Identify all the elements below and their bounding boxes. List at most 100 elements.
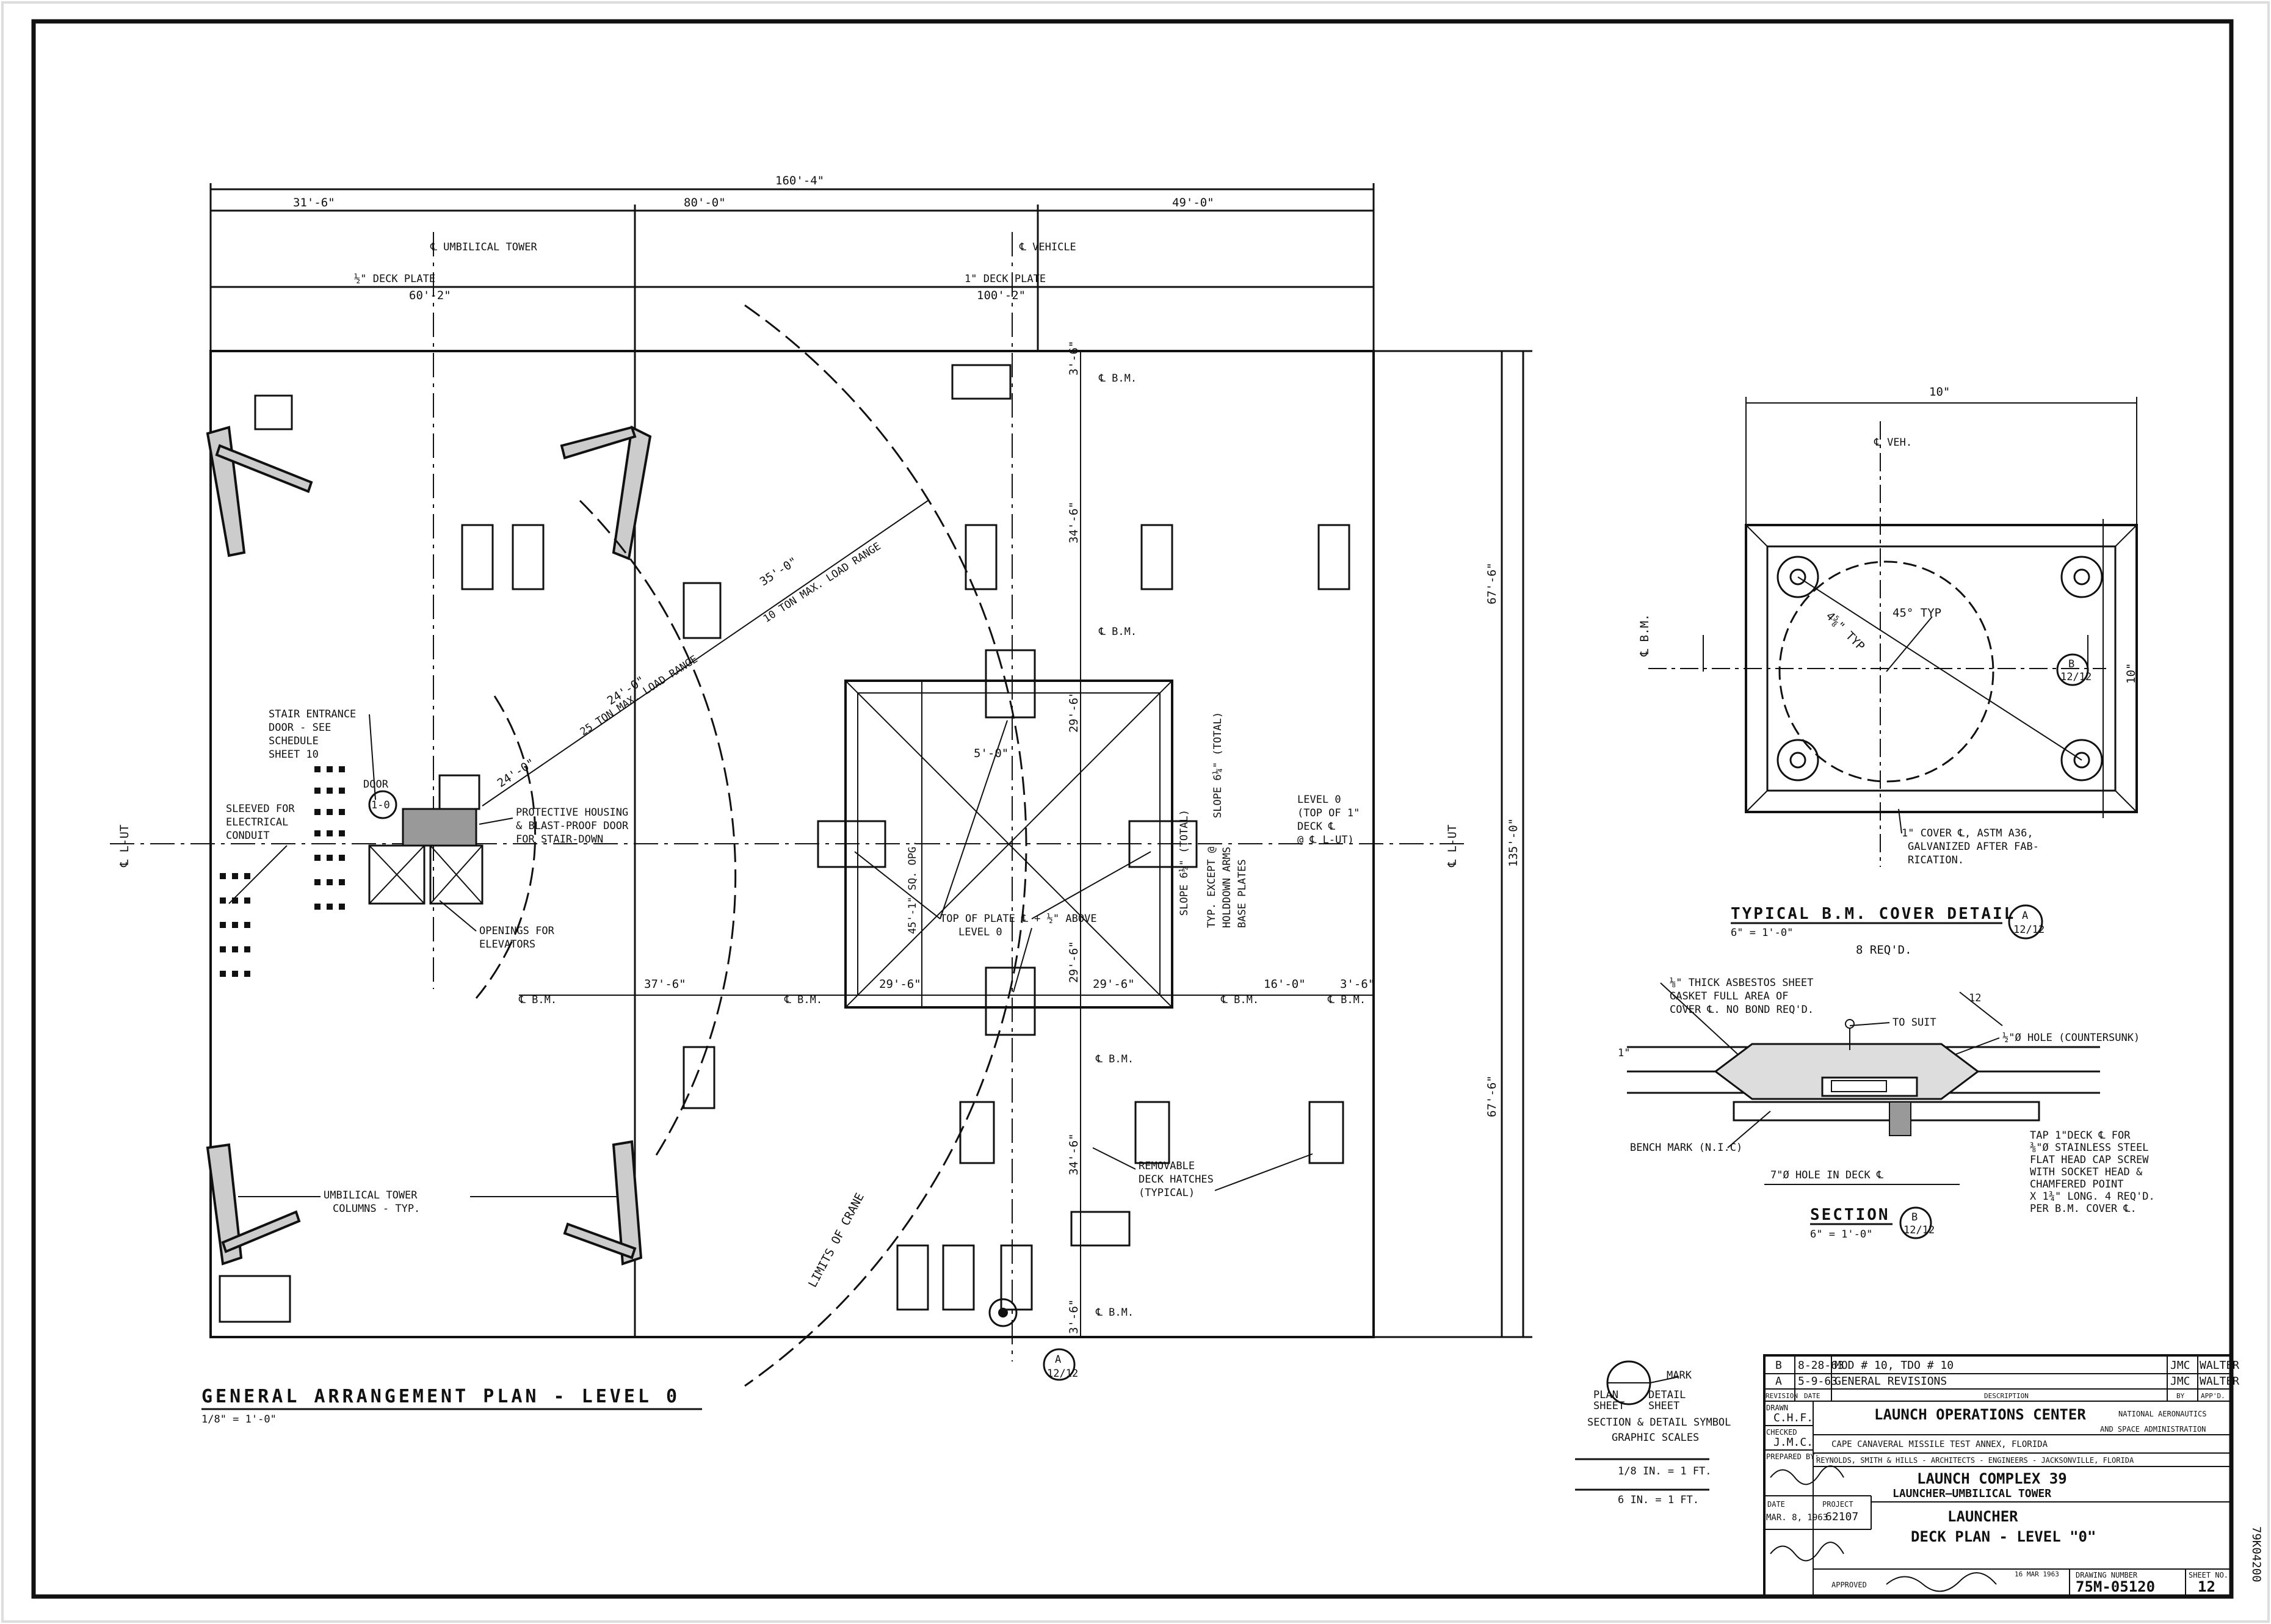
sq-opg: 45'-1" SQ. OPG.	[907, 840, 919, 934]
location: CAPE CANAVERAL MISSILE TEST ANNEX, FLORI…	[1831, 1440, 2048, 1449]
cover-note: 1" COVER ℄, ASTM A36, GALVANIZED AFTER F…	[1898, 808, 2039, 866]
svg-text:1" COVER ℄, ASTM A36,: 1" COVER ℄, ASTM A36,	[1902, 827, 2034, 839]
legend-scale2: 6 IN. = 1 FT.	[1618, 1494, 1699, 1506]
svg-text:16'-0": 16'-0"	[1264, 977, 1306, 991]
section-profile	[1627, 1019, 2100, 1136]
svg-text:CHAMFERED POINT: CHAMFERED POINT	[2030, 1178, 2124, 1191]
svg-text:BASE PLATES: BASE PLATES	[1236, 859, 1248, 928]
svg-text:A: A	[1775, 1375, 1782, 1388]
legend-mark: MARK	[1667, 1369, 1692, 1382]
deck-plate-right-dim: 100'-2"	[977, 289, 1026, 302]
deck-plate-left: ½" DECK PLATE	[354, 273, 435, 285]
svg-text:TAP 1"DECK ℄ FOR: TAP 1"DECK ℄ FOR	[2030, 1129, 2131, 1142]
stair-down	[438, 774, 480, 810]
svg-text:SHEET NO.: SHEET NO.	[2189, 1571, 2228, 1579]
detail-a-tag: A	[1055, 1354, 1061, 1366]
umbilical-tower-columns	[206, 425, 652, 1266]
protective-note: PROTECTIVE HOUSING & BLAST-PROOF DOOR FO…	[479, 807, 629, 846]
svg-text:MOD # 10, TDO # 10: MOD # 10, TDO # 10	[1835, 1359, 1954, 1372]
svg-text:WALTER: WALTER	[2200, 1375, 2239, 1388]
svg-text:8-28-63: 8-28-63	[1798, 1359, 1844, 1372]
cover-tag: A	[2022, 910, 2028, 922]
right-overall: 135'-0"	[1507, 818, 1520, 867]
cover-req: 8 REQ'D.	[1856, 943, 1912, 957]
plan-title: GENERAL ARRANGEMENT PLAN - LEVEL 0	[201, 1386, 680, 1407]
svg-text:DESCRIPTION: DESCRIPTION	[1984, 1392, 2029, 1400]
svg-text:GENERAL REVISIONS: GENERAL REVISIONS	[1835, 1375, 1947, 1388]
bm-horizontal-dims: 37'-6" 29'-6" 29'-6" 16'-0" 3'-6"	[644, 977, 1375, 991]
dim-top-2: 80'-0"	[684, 196, 726, 209]
svg-text:FOR STAIR-DOWN: FOR STAIR-DOWN	[516, 833, 603, 846]
revision-headers: REVISION DATE DESCRIPTION BY APP'D.	[1766, 1392, 2225, 1400]
svg-text:DECK ℄: DECK ℄	[1297, 821, 1335, 833]
crane-25ton: 25 TON MAX. LOAD RANGE	[578, 653, 700, 738]
dim-1-inch: 1"	[1618, 1047, 1630, 1059]
cover-plate-outer	[1745, 524, 2138, 813]
svg-text:5-9-63: 5-9-63	[1798, 1375, 1838, 1388]
svg-text:SHEET 10: SHEET 10	[269, 749, 319, 761]
svg-text:(TYPICAL): (TYPICAL)	[1139, 1187, 1195, 1199]
holddown-plate-left	[817, 820, 886, 868]
slope-b: SLOPE 6¼" (TOTAL)	[1212, 712, 1224, 818]
svg-text:DATE: DATE	[1767, 1500, 1785, 1509]
elevator-opening-1	[368, 844, 426, 905]
svg-text:SLEEVED FOR: SLEEVED FOR	[226, 803, 295, 815]
svg-text:℄ B.M.: ℄ B.M.	[518, 994, 557, 1006]
cover-scale: 6" = 1'-0"	[1731, 927, 1793, 939]
svg-text:(TOP OF 1": (TOP OF 1"	[1297, 807, 1360, 819]
bench-mark-note: BENCH MARK (N.I.C)	[1630, 1142, 1742, 1154]
right-lower: 67'-6"	[1485, 1075, 1499, 1117]
title-block: B 8-28-63 MOD # 10, TDO # 10 JMC WALTER …	[1763, 1354, 2239, 1598]
svg-text:X 1¾" LONG. 4 REQ'D.: X 1¾" LONG. 4 REQ'D.	[2030, 1191, 2155, 1203]
svg-text:WALTER: WALTER	[2200, 1359, 2239, 1372]
right-upper: 67'-6"	[1485, 562, 1499, 604]
architect: REYNOLDS, SMITH & HILLS - ARCHITECTS - E…	[1816, 1456, 2134, 1465]
overall-dim: 160'-4"	[775, 174, 824, 187]
bm-cover-detail: 10" ℄ VEH. ℄ B.M. 45° TYP 4⅝" TYP B 12/1…	[1638, 385, 2138, 957]
door-tag-bubble	[368, 790, 397, 819]
svg-text:LEVEL 0: LEVEL 0	[1297, 794, 1341, 806]
svg-text:UMBILICAL TOWER: UMBILICAL TOWER	[324, 1189, 418, 1202]
svg-text:@ ℄ L-UT): @ ℄ L-UT)	[1297, 834, 1354, 846]
svg-text:RICATION.: RICATION.	[1908, 854, 1964, 866]
detail-a-bubble	[1043, 1348, 1076, 1381]
section-tag-sheet: 12/12	[1903, 1224, 1935, 1236]
svg-text:PROTECTIVE HOUSING: PROTECTIVE HOUSING	[516, 807, 628, 819]
crane-35: 35'-0"	[758, 554, 800, 589]
svg-text:HOLDDOWN ARMS: HOLDDOWN ARMS	[1221, 847, 1233, 928]
svg-text:℄ B.M.: ℄ B.M.	[1098, 372, 1137, 385]
cover-plate-inner	[1766, 545, 2117, 792]
svg-text:CONDUIT: CONDUIT	[226, 830, 270, 842]
crane-limit-arc	[744, 304, 1027, 1387]
svg-text:PREPARED BY:: PREPARED BY:	[1766, 1452, 1819, 1461]
cover-cl-bm: ℄ B.M.	[1638, 614, 1651, 657]
crane-inner-arc	[579, 499, 737, 1161]
svg-text:℄ B.M.: ℄ B.M.	[1098, 626, 1137, 638]
signature-checked	[1770, 1542, 1844, 1562]
svg-text:3'-6": 3'-6"	[1067, 341, 1081, 375]
svg-text:APP'D.: APP'D.	[2201, 1392, 2225, 1400]
margin-note: 79K04200	[2250, 1526, 2263, 1582]
signature-prepared	[1770, 1465, 1844, 1485]
cover-title: TYPICAL B.M. COVER DETAIL	[1731, 905, 2015, 923]
top-of-plate-note: TOP OF PLATE ℄ + ½" ABOVE LEVEL 0	[854, 720, 1151, 993]
cover-cl-veh: ℄ VEH.	[1874, 437, 1912, 449]
svg-text:ELEVATORS: ELEVATORS	[479, 938, 535, 951]
gasket-note: ⅛" THICK ASBESTOS SHEET GASKET FULL AREA…	[1660, 977, 1814, 1057]
sheet-border	[31, 19, 2234, 1599]
section-tag: B	[1911, 1211, 1918, 1223]
svg-text:PROJECT: PROJECT	[1822, 1500, 1853, 1509]
org-name: LAUNCH OPERATIONS CENTER	[1874, 1406, 2086, 1423]
svg-text:JMC: JMC	[2170, 1375, 2190, 1388]
typ-except-note: TYP. EXCEPT @ HOLDDOWN ARMS BASE PLATES	[1206, 847, 1248, 928]
holddown-plate-right	[1128, 820, 1198, 868]
svg-text:OPENINGS FOR: OPENINGS FOR	[479, 925, 555, 937]
slope-a: SLOPE 6¼" (TOTAL)	[1178, 810, 1190, 916]
cover-angle: 45° TYP	[1892, 606, 1941, 620]
l-ut-right: ℄ L-UT	[1446, 825, 1459, 868]
revision-row-a: A 5-9-63 GENERAL REVISIONS JMC WALTER	[1775, 1375, 2239, 1388]
svg-text:29'-6": 29'-6"	[1067, 691, 1081, 733]
section-tag-bubble	[1899, 1206, 1932, 1239]
